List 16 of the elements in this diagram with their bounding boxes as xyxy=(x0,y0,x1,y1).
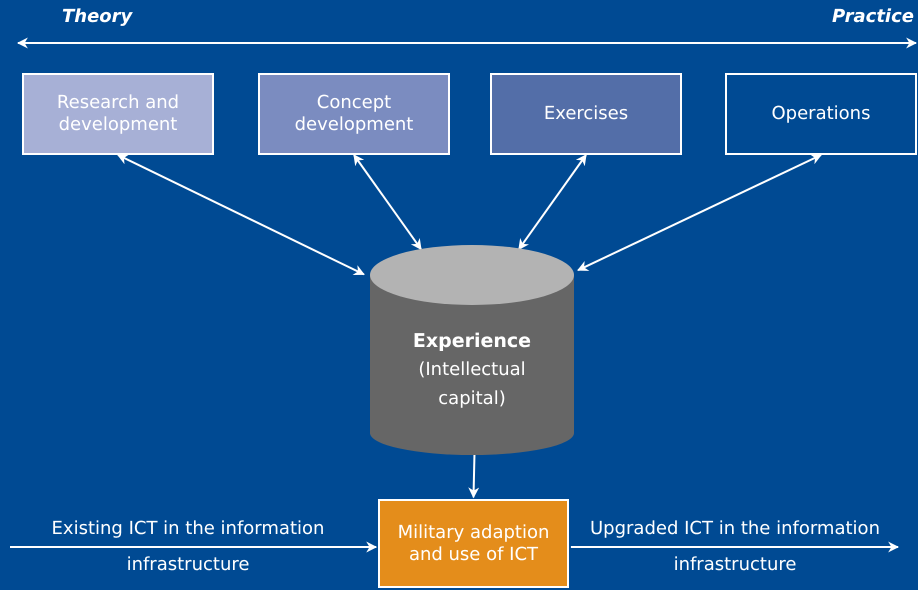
arrow xyxy=(577,154,822,272)
edge-label: Existing ICT in the information infrastructure xyxy=(50,517,326,577)
process-box: Concept development xyxy=(258,73,450,155)
process-box: Military adaption and use of ICT xyxy=(378,499,569,588)
arrow xyxy=(10,542,378,553)
arrow xyxy=(117,154,365,276)
edge-label: Upgraded ICT in the information infrastructure xyxy=(589,517,881,577)
axis-label: Practice xyxy=(832,6,914,27)
process-box: Exercises xyxy=(490,73,682,155)
arrow xyxy=(468,454,480,498)
process-box: Operations xyxy=(725,73,917,155)
arrow xyxy=(518,154,587,250)
arrow xyxy=(570,542,900,552)
arrow xyxy=(353,154,422,250)
process-box: Research and development xyxy=(22,73,214,155)
axis-label: Theory xyxy=(62,6,132,27)
